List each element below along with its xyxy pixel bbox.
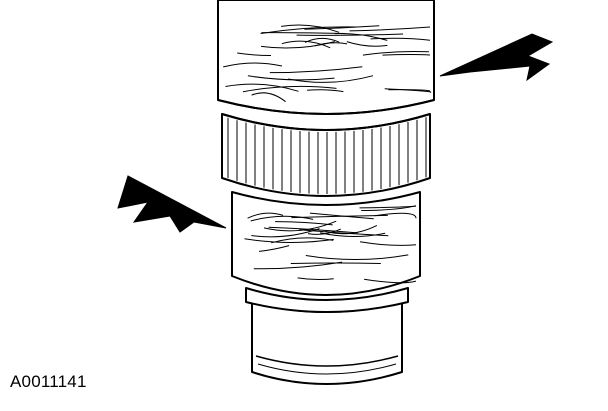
tape-wrinkle xyxy=(307,228,342,235)
pointer-arrow-icon xyxy=(117,175,227,233)
tape-wrinkle xyxy=(247,212,284,219)
tape-wrinkle xyxy=(364,278,417,284)
tape-wrinkle xyxy=(260,26,358,34)
tape-wrinkle xyxy=(297,277,334,281)
tape-wrinkle xyxy=(237,52,272,57)
tape-wrinkle xyxy=(258,245,290,252)
tape-wrinkle xyxy=(305,254,409,261)
knurl-ridges xyxy=(227,117,427,194)
tape-wrinkle xyxy=(346,41,388,47)
tape-wrinkle xyxy=(281,24,340,33)
tape-wrinkle xyxy=(269,66,363,74)
tape-wrinkle xyxy=(242,85,337,93)
upper-tape-wrap xyxy=(217,0,435,115)
tape-wrinkle xyxy=(384,88,432,93)
pointer-arrow-icon xyxy=(439,33,554,82)
tape-wrinkle xyxy=(223,62,283,68)
tape-wrinkle xyxy=(275,221,333,226)
tape-wrinkle xyxy=(307,89,344,93)
tape-wrinkle xyxy=(304,25,380,30)
tape-wrinkle xyxy=(288,75,374,83)
tape-wrinkle xyxy=(253,261,343,270)
knurled-ring xyxy=(217,99,435,197)
tape-wrinkle xyxy=(268,226,358,234)
tape-wrinkle xyxy=(315,42,348,47)
lower-tape-wrap xyxy=(231,191,421,296)
tape-wrinkle xyxy=(359,241,417,246)
lower-cylinder xyxy=(245,287,409,385)
figure-reference-id: A0011141 xyxy=(10,372,87,391)
tape-wrinkle xyxy=(270,237,334,244)
tape-wrinkle xyxy=(388,89,431,92)
tape-wrinkle xyxy=(325,224,378,235)
tape-wrinkle xyxy=(250,215,314,222)
tape-wrinkle xyxy=(349,26,431,32)
tape-wrinkle xyxy=(244,238,334,243)
lower-tape-wrinkles xyxy=(244,205,417,284)
tape-wrinkle xyxy=(281,40,331,49)
tape-wrinkle xyxy=(299,229,389,237)
tape-wrinkle xyxy=(370,37,431,41)
tape-wrinkle xyxy=(382,54,431,56)
tape-wrinkle xyxy=(362,50,429,56)
tape-wrinkle xyxy=(251,92,286,103)
tape-wrinkle xyxy=(263,220,337,232)
tape-wrinkle xyxy=(247,75,335,81)
tape-wrinkle xyxy=(334,33,388,41)
upper-tape-wrinkles xyxy=(223,24,432,103)
tape-wrinkle xyxy=(361,205,417,211)
tape-wrinkle xyxy=(374,212,417,219)
tape-wrinkle xyxy=(225,83,299,92)
tape-wrinkle xyxy=(296,33,404,36)
